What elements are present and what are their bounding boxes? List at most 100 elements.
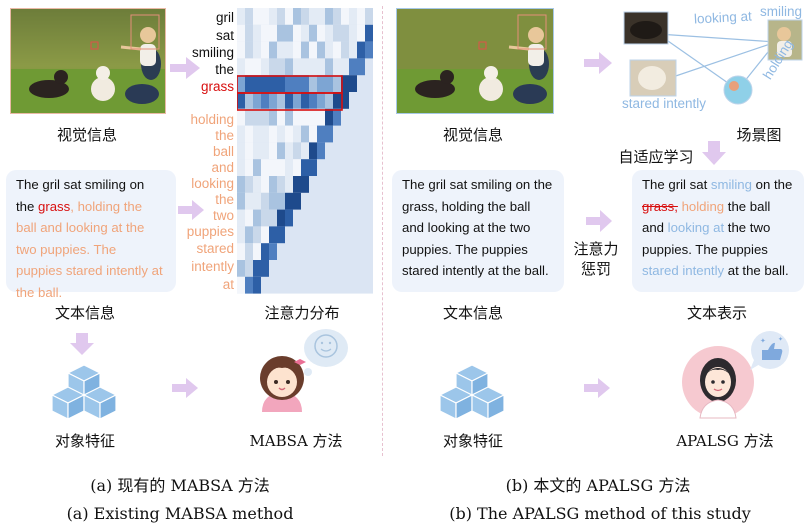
heatmap-cell	[253, 125, 261, 143]
heatmap-cell	[309, 8, 317, 25]
heatmap-cell	[237, 108, 245, 126]
attention-word: holding	[190, 112, 234, 127]
heatmap-cell	[293, 125, 301, 143]
heatmap-cell	[277, 159, 285, 176]
heatmap-cell	[309, 41, 317, 59]
attention-word: the	[215, 128, 234, 143]
penalty-label-line1: 注意力	[573, 240, 619, 258]
heatmap-cell	[261, 58, 269, 76]
heatmap-cell	[341, 41, 349, 59]
attention-word: sat	[215, 28, 234, 43]
heatmap-cell	[317, 92, 325, 109]
sentence-part-2: , holding the ball and looking at the tw…	[16, 198, 163, 300]
heatmap-cell	[285, 58, 293, 76]
heatmap-cell	[301, 108, 309, 126]
heatmap-cell	[285, 125, 293, 143]
heatmap-cell	[237, 92, 245, 109]
text-representation-box: The gril sat smiling on the grass, holdi…	[632, 170, 804, 292]
heatmap-cell	[245, 260, 253, 277]
heatmap-cell	[261, 8, 269, 25]
repr-highlight: smiling	[710, 177, 752, 192]
heatmap-cell	[237, 159, 245, 176]
heatmap-cell	[245, 108, 253, 126]
heatmap-cell	[317, 75, 325, 92]
svg-text:✦: ✦	[760, 337, 766, 345]
heatmap-cell	[277, 24, 285, 42]
attention-word-list: gril sat smiling the grass holding the b…	[170, 8, 234, 294]
heatmap-cell	[269, 192, 277, 210]
heatmap-cell	[309, 108, 317, 126]
heatmap-cell	[253, 209, 261, 227]
heatmap-cell	[293, 41, 301, 59]
heatmap-cell	[253, 92, 261, 109]
attention-heatmap	[237, 8, 373, 294]
heatmap-cell	[285, 41, 293, 59]
heatmap-cell	[245, 176, 253, 193]
heatmap-cell	[253, 260, 261, 277]
apalsg-method-label: APALSG 方法	[676, 432, 774, 450]
attention-word: at	[222, 277, 234, 292]
ball-node	[723, 75, 753, 105]
repr-highlight: looking at	[667, 220, 725, 235]
repr-highlight-orange: holding	[677, 198, 725, 214]
object-feature-label-left: 对象特征	[54, 432, 115, 450]
grass-highlight-box-2	[237, 92, 343, 111]
heatmap-cell	[309, 58, 317, 76]
caption-en-right: (b) The APALSG method of this study	[449, 504, 751, 523]
heatmap-cell	[261, 209, 269, 227]
arrow-right-icon	[170, 57, 200, 79]
svg-text:✦: ✦	[778, 336, 783, 343]
sentence-part-1: The gril sat smiling on the	[16, 177, 145, 214]
heatmap-cell	[333, 108, 341, 126]
heatmap-cell	[253, 108, 261, 126]
heatmap-cell	[245, 8, 253, 25]
caption-cn-left: (a) 现有的 MABSA 方法	[90, 476, 270, 495]
heatmap-cell	[317, 58, 325, 76]
heatmap-cell	[261, 243, 269, 260]
heatmap-cell	[349, 8, 357, 25]
heatmap-cell	[365, 8, 373, 25]
puppy-node	[629, 59, 677, 97]
heatmap-cell	[245, 276, 253, 294]
girl-avatar-icon	[260, 329, 348, 412]
visual-info-label-left: 视觉信息	[56, 126, 117, 144]
attention-word: looking	[191, 176, 234, 191]
heatmap-cell	[269, 41, 277, 59]
heatmap-cell	[277, 58, 285, 76]
repr-text: the ball and	[642, 198, 771, 236]
heatmap-cell	[269, 125, 277, 143]
heatmap-cell	[341, 58, 349, 76]
heatmap-cell	[245, 41, 253, 59]
heatmap-cell	[357, 41, 365, 59]
heatmap-cell	[325, 41, 333, 59]
heatmap-cell	[285, 24, 293, 42]
text-info-box-right: The gril sat smiling on the grass, holdi…	[392, 170, 564, 292]
heatmap-cell	[309, 159, 317, 176]
heatmap-cell	[341, 75, 349, 92]
heatmap-cell	[245, 226, 253, 244]
arrow-right-icon	[584, 378, 610, 398]
visual-photo-left	[10, 8, 166, 114]
heatmap-cell	[277, 41, 285, 59]
repr-text: at the ball.	[724, 263, 789, 278]
edge-label: stared intently	[622, 96, 707, 111]
heatmap-cell	[253, 58, 261, 76]
heatmap-cell	[277, 92, 285, 109]
heatmap-cell	[269, 159, 277, 176]
heatmap-cell	[317, 108, 325, 126]
heatmap-cell	[317, 41, 325, 59]
heatmap-cell	[301, 159, 309, 176]
heatmap-cell	[269, 209, 277, 227]
heatmap-cell	[293, 142, 301, 160]
heatmap-cell	[309, 142, 317, 160]
attention-word: the	[215, 62, 234, 77]
heatmap-cell	[261, 75, 269, 92]
heatmap-cell	[309, 75, 317, 92]
heatmap-cell	[245, 24, 253, 42]
heatmap-cell	[245, 58, 253, 76]
mabsa-method-label: MABSA 方法	[249, 432, 343, 450]
heatmap-cell	[325, 8, 333, 25]
heatmap-cell	[237, 142, 245, 160]
heatmap-cell	[285, 176, 293, 193]
heatmap-cell	[301, 125, 309, 143]
